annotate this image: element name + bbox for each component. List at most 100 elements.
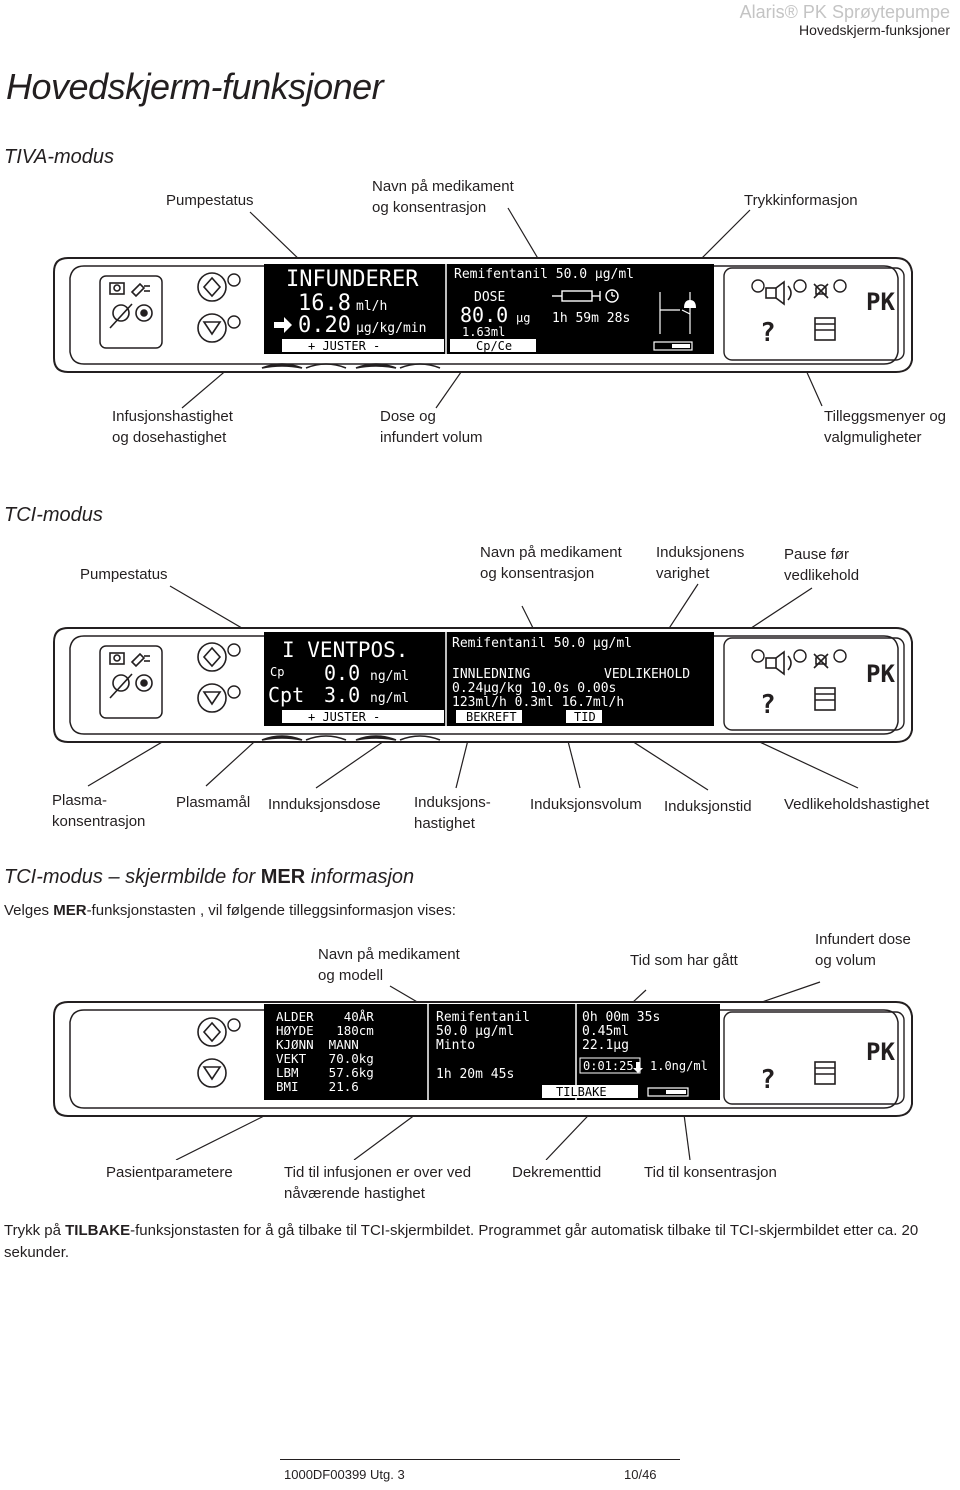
- mer-label-navn: Navn på medikament og modell: [318, 944, 460, 986]
- tci-label-plasma-line2: konsentrasjon: [52, 813, 146, 830]
- tiva-dose-label: DOSE: [474, 290, 505, 305]
- mer-help-key[interactable]: ?: [760, 1065, 776, 1095]
- mer-tilbake[interactable]: TILBAKE: [556, 1085, 607, 1099]
- mer-model: Minto: [436, 1038, 475, 1053]
- help-key[interactable]: ?: [760, 318, 776, 348]
- label-dose: Dose og infundert volum: [380, 406, 483, 448]
- mer-label-navn-line1: Navn på medikament: [318, 946, 460, 963]
- mer-label-navn-line2: og modell: [318, 967, 384, 984]
- tci-label-pause-line1: Pause før: [784, 546, 850, 563]
- label-tillegg: Tilleggsmenyer og valgmuligheter: [824, 406, 946, 448]
- mer-param-line: BMI 21.6: [276, 1079, 359, 1094]
- tci-label-induksjonsdose: Innduksjonsdose: [268, 796, 381, 813]
- tci-row2: 123ml/h 0.3ml 16.7ml/h: [452, 695, 624, 710]
- mer-outro-post: -funksjonstasten for å gå tilbake til TC…: [4, 1222, 919, 1261]
- mer-drug2: 50.0 µg/ml: [436, 1024, 514, 1039]
- tci-label-plasma-line1: Plasma-: [52, 792, 108, 809]
- tci-label-indhast-line2: hastighet: [414, 815, 475, 832]
- tci-cp-label: Cp: [270, 665, 284, 679]
- label-inf-line1: Infusjonshastighet: [112, 408, 233, 425]
- mer-label-tidinf: Tid til infusjonen er over ved nåværende…: [284, 1162, 471, 1204]
- arrow-icon: [274, 317, 292, 333]
- tci-bekreft[interactable]: BEKREFT: [466, 710, 517, 724]
- label-pumpestatus: Pumpestatus: [166, 192, 254, 209]
- tci-help-key[interactable]: ?: [760, 690, 776, 720]
- tiva-device: INFUNDERER 16.8 ml/h 0.20 µg/kg/min + JU…: [53, 207, 913, 409]
- tci-label-plasmamal: Plasmamål: [176, 794, 251, 811]
- label-trykk: Trykkinformasjon: [744, 192, 858, 209]
- tci-heading: TCI-modus: [4, 504, 103, 526]
- mer-volume: 0.45ml: [582, 1024, 629, 1039]
- tci-juster[interactable]: + JUSTER -: [308, 710, 380, 724]
- label-navn-line2: og konsentrasjon: [372, 199, 487, 216]
- tiva-dose: 80.0: [460, 303, 508, 327]
- tci-cp-unit: ng/ml: [370, 669, 409, 684]
- mer-label-tidinf-line2: nåværende hastighet: [284, 1185, 425, 1202]
- label-infusjonshastighet: Infusjonshastighet og dosehastighet: [112, 406, 233, 448]
- tiva-doserate: 0.20: [298, 313, 351, 338]
- mer-label-infdose-line2: og volum: [815, 952, 876, 969]
- mer-label-dekrement: Dekrementtid: [512, 1164, 602, 1181]
- mer-outro-pre: Trykk på: [4, 1222, 66, 1239]
- mer-intro-pre: Velges: [4, 902, 54, 919]
- tiva-volume: 1.63ml: [462, 325, 505, 339]
- mer-intro: Velges MER-funksjonstasten , vil følgend…: [4, 900, 456, 922]
- tci-row1: 0.24µg/kg 10.0s 0.00s: [452, 681, 616, 696]
- tci-label-navn-line2: og konsentrasjon: [480, 565, 595, 582]
- footer-divider: [280, 1459, 680, 1460]
- tiva-juster[interactable]: + JUSTER -: [308, 339, 380, 353]
- tci-label-navn-line1: Navn på medikament: [480, 544, 622, 561]
- softkey-buttons: [261, 735, 441, 741]
- mer-intro-bold: MER: [53, 902, 87, 919]
- tiva-softkey[interactable]: Cp/Ce: [476, 339, 512, 353]
- label-navn: Navn på medikament og konsentrasjon: [372, 176, 514, 218]
- bell-icon: [684, 300, 696, 308]
- tiva-doserate-unit: µg/kg/min: [356, 321, 426, 336]
- mer-label-pasient: Pasientparametere: [106, 1164, 233, 1181]
- tci-cpt-unit: ng/ml: [370, 691, 409, 706]
- mer-label-tid-gatt: Tid som har gått: [630, 952, 738, 969]
- mer-heading-pre: TCI-modus – skjermbilde for: [4, 866, 261, 888]
- label-dose-line1: Dose og: [380, 408, 436, 425]
- mer-outro-bold: TILBAKE: [65, 1222, 131, 1239]
- tci-label-ind-line1: Induksjonens: [656, 544, 745, 561]
- mer-pk-key[interactable]: PK: [866, 1038, 895, 1066]
- tci-innledning: INNLEDNING: [452, 667, 530, 682]
- tci-vedlikehold: VEDLIKEHOLD: [604, 667, 690, 682]
- tci-label-induksjonens: Induksjonens varighet: [656, 542, 744, 584]
- tci-pk-key[interactable]: PK: [866, 660, 895, 688]
- pressure-gauge: [659, 292, 691, 334]
- header-subtitle: Hovedskjerm-funksjoner: [799, 22, 950, 38]
- tci-drug: Remifentanil 50.0 µg/ml: [452, 636, 632, 651]
- tci-cpt-label: Cpt: [268, 683, 304, 707]
- softkey-buttons: [261, 363, 441, 369]
- footer-page: 10/46: [624, 1467, 657, 1482]
- mer-dec-time: 0:01:25: [583, 1059, 634, 1073]
- tci-label-pause: Pause før vedlikehold: [784, 544, 859, 586]
- mer-label-infdose: Infundert dose og volum: [815, 929, 911, 971]
- mer-param-line: VEKT 70.0kg: [276, 1051, 374, 1066]
- pk-key[interactable]: PK: [866, 288, 895, 316]
- tiva-drug: Remifentanil 50.0 µg/ml: [454, 267, 634, 282]
- tci-cp-value: 0.0: [324, 661, 360, 685]
- tci-cpt-value: 3.0: [324, 683, 360, 707]
- battery-icon: [653, 341, 693, 351]
- label-till-line1: Tilleggsmenyer og: [824, 408, 946, 425]
- footer-doc: 1000DF00399 Utg. 3: [284, 1467, 405, 1482]
- mer-param-line: HØYDE 180cm: [276, 1023, 374, 1038]
- mer-dose: 22.1µg: [582, 1038, 629, 1053]
- mer-label-tidkons: Tid til konsentrasjon: [644, 1164, 777, 1181]
- clock-icon: [605, 289, 619, 303]
- tiva-rate: 16.8: [298, 291, 351, 316]
- tci-label-indhast-line1: Induksjons-: [414, 794, 491, 811]
- tci-tid[interactable]: TID: [574, 710, 596, 724]
- down-arrow-icon: [633, 1062, 643, 1073]
- tiva-rate-unit: ml/h: [356, 299, 387, 314]
- mer-heading-post: informasjon: [305, 866, 415, 888]
- tci-device: I VENTPOS. Cp 0.0 ng/ml Cpt 3.0 ng/ml + …: [53, 583, 913, 791]
- tci-status: I VENTPOS.: [282, 638, 408, 662]
- label-till-line2: valgmuligheter: [824, 429, 922, 446]
- tci-label-ind-line2: varighet: [656, 565, 710, 582]
